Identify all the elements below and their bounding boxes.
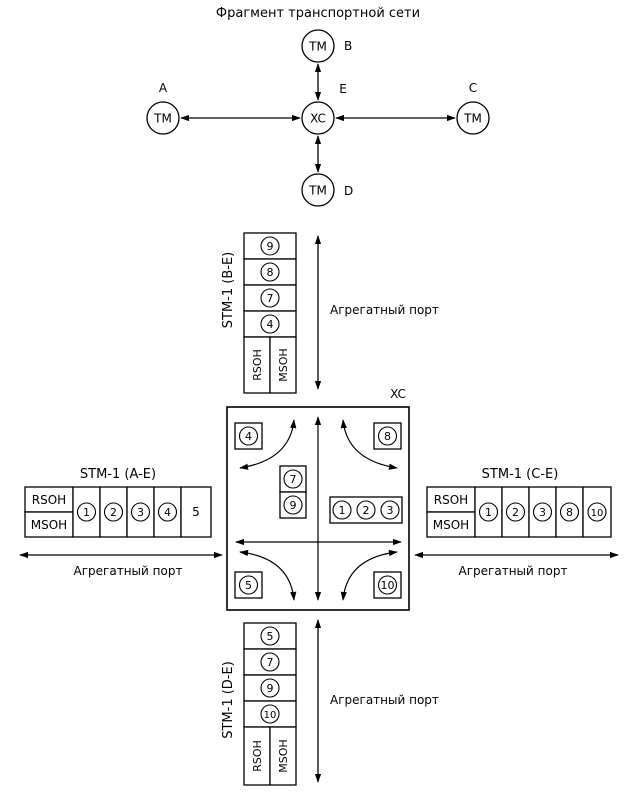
channel-marker: 1 (76, 502, 97, 522)
svg-text:10: 10 (381, 579, 395, 592)
xc-curve-top-left (239, 419, 297, 470)
channel-marker: 2 (103, 502, 124, 522)
node-b: TM B (301, 29, 352, 63)
frame-right-label: STM-1 (C-E) (482, 467, 559, 482)
svg-text:9: 9 (290, 499, 297, 512)
xc-box-label: XC (390, 387, 406, 401)
channel-marker: 9 (260, 678, 280, 698)
node-c: TM C (456, 81, 490, 135)
svg-text:5: 5 (245, 579, 252, 592)
aggregate-port-label-left: Агрегатный порт (74, 564, 183, 578)
msoh-label: MSOH (433, 518, 469, 532)
node-e: XC E (301, 82, 347, 135)
svg-text:1: 1 (485, 506, 492, 519)
channel-marker: 7 (260, 652, 280, 672)
node-letter-d: D (344, 184, 353, 198)
svg-text:5: 5 (267, 630, 274, 643)
rsoh-label: RSOH (434, 493, 468, 507)
svg-text:4: 4 (267, 318, 274, 331)
diagram-title: Фрагмент транспортной сети (216, 6, 420, 21)
node-d: TM D (301, 173, 353, 207)
xc-channel-bottom-right: 10 (373, 571, 402, 599)
msoh-label: MSOH (31, 518, 67, 532)
svg-text:TM: TM (308, 184, 327, 198)
xc-right-group: 1 2 3 (329, 496, 403, 524)
svg-text:4: 4 (245, 430, 252, 443)
network-links (180, 63, 456, 173)
svg-text:10: 10 (264, 710, 277, 721)
frame-top-channels: 9 8 7 4 (260, 236, 280, 334)
channel-marker: 2 (505, 502, 526, 522)
svg-text:TM: TM (463, 112, 482, 126)
rsoh-label: RSOH (251, 349, 264, 381)
svg-text:2: 2 (512, 506, 519, 519)
svg-text:3: 3 (539, 506, 546, 519)
xc-internal-paths (235, 416, 402, 601)
svg-text:9: 9 (267, 682, 274, 695)
aggregate-port-label-right: Агрегатный порт (459, 564, 568, 578)
msoh-label: MSOH (277, 739, 290, 772)
channel-marker: 10 (260, 704, 280, 724)
aggregate-port-label-bottom: Агрегатный порт (330, 693, 439, 707)
xc-channel-top-right: 8 (373, 422, 402, 450)
xc-curve-bottom-left (239, 549, 297, 601)
xc-curve-top-right (340, 419, 398, 470)
svg-text:1: 1 (83, 506, 90, 519)
xc-curve-bottom-right (340, 549, 398, 601)
xc-channel-bottom-left: 5 (234, 571, 263, 599)
svg-text:2: 2 (363, 504, 370, 517)
rsoh-label: RSOH (251, 740, 264, 772)
svg-text:TM: TM (153, 112, 172, 126)
channel-marker: 1 (478, 502, 499, 522)
svg-text:3: 3 (387, 504, 394, 517)
svg-text:8: 8 (384, 430, 391, 443)
channel-label-plain: 5 (192, 505, 200, 519)
rsoh-label: RSOH (32, 493, 66, 507)
xc-center-pair: 7 9 (279, 465, 307, 519)
frame-bottom-label: STM-1 (D-E) (221, 661, 236, 739)
xc-channel-top-left: 4 (234, 422, 263, 450)
node-letter-e: E (339, 82, 347, 96)
svg-text:7: 7 (267, 656, 274, 669)
channel-marker: 10 (587, 502, 607, 522)
channel-marker: 3 (532, 502, 553, 522)
svg-text:7: 7 (267, 292, 274, 305)
node-letter-a: A (159, 81, 168, 95)
aggregate-port-label-top: Агрегатный порт (330, 303, 439, 317)
svg-text:7: 7 (290, 473, 297, 486)
node-letter-c: C (469, 81, 477, 95)
frame-left-label: STM-1 (A-E) (80, 467, 156, 482)
svg-text:8: 8 (566, 506, 573, 519)
channel-marker: 8 (260, 262, 280, 282)
svg-text:2: 2 (110, 506, 117, 519)
node-letter-b: B (344, 39, 352, 53)
channel-marker: 5 (260, 626, 280, 646)
frame-right-channels: 1 2 3 8 10 (478, 502, 607, 522)
frame-left-channels: 1 2 3 4 5 (76, 502, 200, 522)
channel-marker: 8 (559, 502, 580, 522)
svg-text:3: 3 (137, 506, 144, 519)
svg-text:10: 10 (591, 508, 604, 519)
node-a: TM A (146, 81, 180, 135)
svg-text:XC: XC (310, 112, 326, 126)
channel-marker: 3 (130, 502, 151, 522)
xc-contents: 4 8 5 10 7 9 1 2 3 (234, 422, 403, 599)
channel-marker: 4 (260, 314, 280, 334)
svg-text:8: 8 (267, 266, 274, 279)
svg-text:TM: TM (308, 40, 327, 54)
msoh-label: MSOH (277, 348, 290, 381)
svg-text:4: 4 (164, 506, 171, 519)
frame-top-label: STM-1 (B-E) (221, 252, 236, 328)
channel-marker: 4 (157, 502, 178, 522)
channel-marker: 7 (260, 288, 280, 308)
svg-text:9: 9 (267, 240, 274, 253)
svg-text:1: 1 (339, 504, 346, 517)
channel-marker: 9 (260, 236, 280, 256)
frame-bottom-channels: 5 7 9 10 (260, 626, 280, 724)
